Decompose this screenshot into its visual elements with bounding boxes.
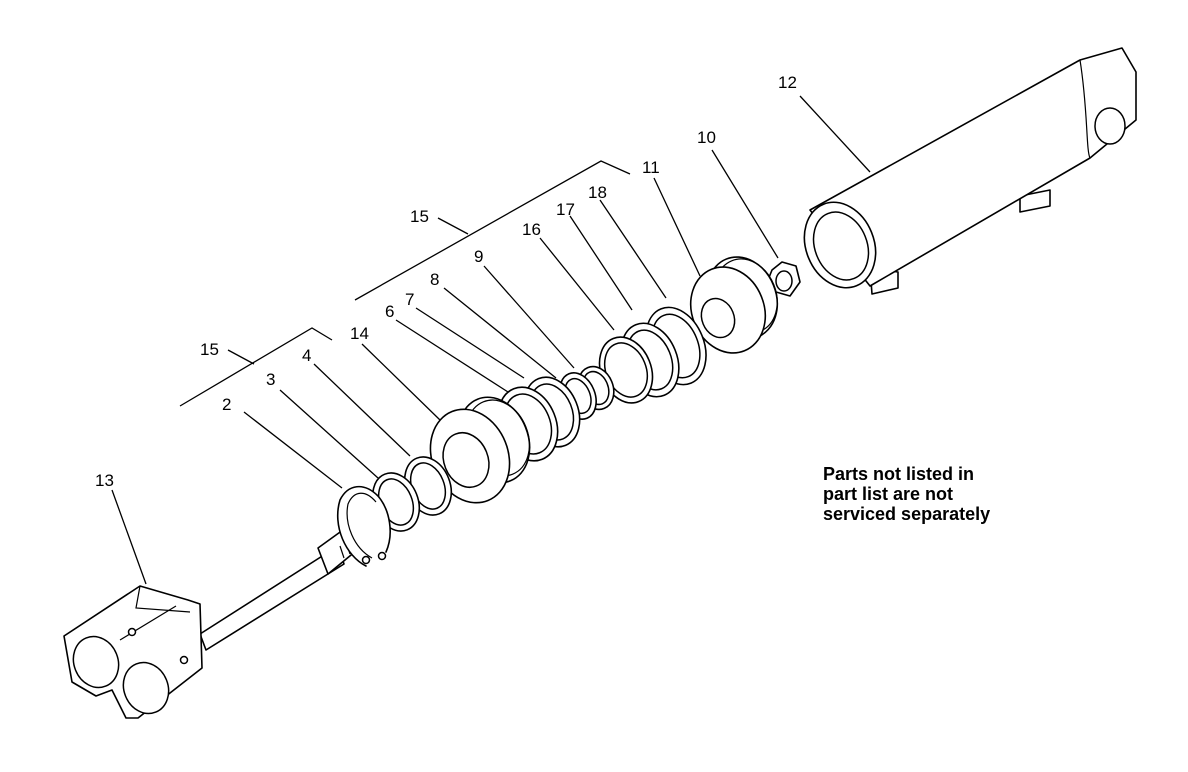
gland [429,396,531,504]
leader-17 [569,215,633,311]
leader-14 [361,343,441,421]
leader-18 [599,199,667,299]
callout-6: 6 [385,302,394,321]
leader-13 [111,489,147,585]
callout-4: 4 [302,346,311,365]
rod-clevis [63,521,363,719]
callout-16: 16 [522,220,541,239]
leader-16 [539,237,615,331]
callout-12: 12 [778,73,797,92]
callout-10: 10 [697,128,716,147]
callout-7: 7 [405,290,414,309]
callout-15-upper: 15 [410,207,429,226]
callout-18: 18 [588,183,607,202]
callout-13: 13 [95,471,114,490]
leader-12 [799,95,871,173]
kit-bracket-lower [179,327,333,407]
callout-8: 8 [430,270,439,289]
service-note-line-1: Parts not listed in [823,464,975,484]
snap-ring [336,485,391,567]
cylinder-barrel [803,47,1137,295]
leader-2 [243,411,343,489]
leader-9 [483,265,575,369]
callout-9: 9 [474,247,483,266]
leader-10 [711,149,779,259]
service-note: Parts not listed in part list are not se… [823,464,990,524]
callout-2: 2 [222,395,231,414]
callout-15-lower: 15 [200,340,219,359]
callout-14: 14 [350,324,369,343]
leader-3 [279,389,379,479]
leader-8 [443,287,557,379]
leader-6 [395,319,509,393]
leader-4 [313,363,411,457]
callout-11: 11 [642,158,660,177]
callout-17: 17 [556,200,575,219]
service-note-line-2: part list are not [823,484,954,504]
leader-15-lower [227,349,255,365]
leader-15-upper [437,217,469,235]
callout-3: 3 [266,370,275,389]
leader-7 [415,307,525,379]
piston [689,256,779,354]
kit-bracket-upper [354,160,631,301]
service-note-line-3: serviced separately [823,504,991,524]
leader-11 [653,177,701,277]
